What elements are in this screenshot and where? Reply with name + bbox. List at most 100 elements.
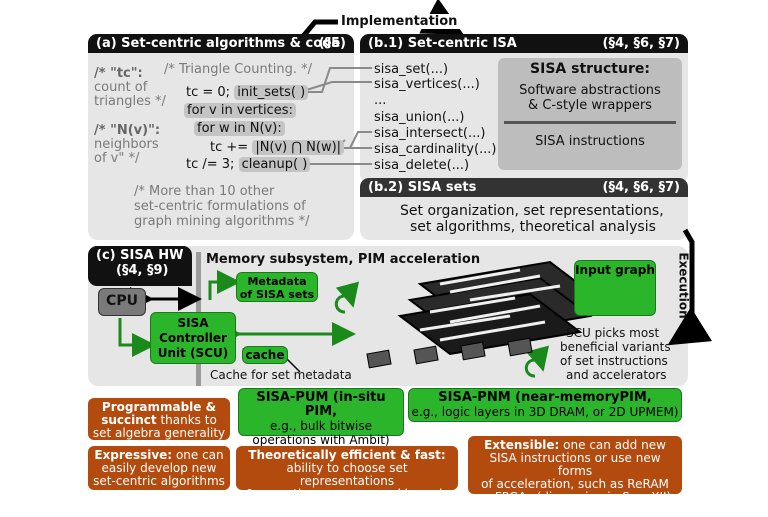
structure-divider <box>504 121 676 124</box>
programmable-bold-2: succinct <box>101 413 157 427</box>
panel-b1-title: (b.1) Set-centric ISA <box>368 36 517 51</box>
isa-instr-3: sisa_union(...) <box>374 110 465 125</box>
scu-line-2: Controller <box>159 331 227 345</box>
b2-line-1: Set organization, set representations, <box>400 203 664 219</box>
scu-note-4: and accelerators <box>566 368 667 382</box>
expressive-rest-3: set-centric algorithms <box>93 474 225 488</box>
isa-instr-5: sisa_cardinality(...) <box>374 142 497 157</box>
panel-a-title: (a) Set-centric algorithms & code <box>96 36 341 51</box>
scu-note-3: of set instructions <box>560 354 668 368</box>
code-line-1-pre: tc = 0; <box>186 85 231 100</box>
isa-instr-0: sisa_set(...) <box>374 62 449 77</box>
intersect-expr: |N(v) ⋂ N(w)| <box>252 140 345 155</box>
structure-line-2: & C-style wrappers <box>528 98 652 113</box>
sisa-pnm-box: SISA-PNM (near-memoryPIM, e.g., logic la… <box>408 388 682 422</box>
pnm-line-2: e.g., logic layers in 3D DRAM, or 2D UPM… <box>411 405 679 419</box>
extensible-rest-3: of acceleration, such as ReRAM <box>481 477 669 491</box>
input-graph-label: Input graph <box>575 263 655 277</box>
code-line-4-pre: tc += <box>210 140 249 155</box>
expressive-bold: Expressive: <box>94 448 173 462</box>
panel-c-ref: (§4, §9) <box>116 263 169 278</box>
panel-a <box>88 34 354 240</box>
isa-instr-6: sisa_delete(...) <box>374 158 470 173</box>
cache-label: cache <box>245 348 285 362</box>
panel-c-header: (c) SISA HW (§4, §9) <box>88 246 192 286</box>
footer-comment-3: graph mining algorithms */ <box>134 214 310 229</box>
expressive-rest-1: one can <box>175 448 224 462</box>
structure-title: SISA structure: <box>530 61 650 77</box>
code-line-3: for w in N(v): <box>194 121 285 136</box>
extensible-rest-1: one can add new <box>563 438 666 452</box>
programmable-bold-1: Programmable & <box>101 400 217 414</box>
isa-instr-1: sisa_vertices(...) <box>374 77 480 92</box>
footer-comment-1: /* More than 10 other <box>134 184 275 199</box>
panel-b2-header: (b.2) SISA sets (§4, §6, §7) <box>360 178 688 197</box>
cleanup-call: cleanup( ) <box>238 157 311 172</box>
efficient-rest-2: & operations ensure good bounds <box>245 487 449 501</box>
code-line-4: tc += |N(v) ⋂ N(w)| <box>210 140 345 155</box>
implementation-label: Implementation <box>338 14 461 29</box>
cache-box: cache <box>242 346 288 364</box>
efficient-bold: Theoretically efficient & fast: <box>248 448 446 462</box>
sisa-structure-box: SISA structure: Software abstractions & … <box>498 58 682 170</box>
pum-title: SISA-PUM (in-situ PIM, <box>256 390 386 419</box>
panel-b2-ref: (§4, §6, §7) <box>602 180 680 195</box>
scu-line-1: SISA <box>177 316 209 330</box>
nv-comment-desc1: neighbors <box>94 137 159 152</box>
nv-comment-desc2: of v" */ <box>94 151 140 166</box>
cache-description: Cache for set metadata <box>210 368 352 382</box>
b2-line-2: set algorithms, theoretical analysis <box>410 219 656 235</box>
extensible-box: Extensible: one can add new SISA instruc… <box>468 436 682 504</box>
expressive-box: Expressive: one can easily develop new s… <box>88 446 230 490</box>
pum-line-3: operations with Ambit) <box>252 433 390 447</box>
tc-comment-desc2: triangles */ <box>94 94 166 109</box>
execution-label: Execution <box>676 252 691 319</box>
code-line-1: tc = 0; init_sets( ) <box>186 85 309 100</box>
footer-comment-2: set-centric formulations of <box>134 199 306 214</box>
tc-comment-desc1: count of <box>94 80 148 95</box>
nv-comment-name: /* "N(v)": <box>94 123 161 138</box>
init-sets-call: init_sets( ) <box>234 85 309 100</box>
code-line-5: tc /= 3; cleanup( ) <box>186 157 311 172</box>
input-graph-box: Input graph <box>574 260 656 316</box>
cpu-box: CPU <box>98 288 146 316</box>
pnm-title: SISA-PNM (near-memoryPIM, <box>438 390 652 405</box>
execution-arrow <box>667 228 713 346</box>
structure-line-1: Software abstractions <box>519 83 661 98</box>
scu-line-3: Unit (SCU) <box>157 346 229 360</box>
scu-note-2: beneficial variants <box>560 340 671 354</box>
programmable-box: Programmable & succinct thanks to set al… <box>88 398 230 440</box>
panel-b1-header: (b.1) Set-centric ISA (§4, §6, §7) <box>360 34 688 53</box>
panel-a-ref: (§5) <box>318 36 346 51</box>
code-line-2: for v in vertices: <box>184 103 296 118</box>
metadata-line-1: Metadata <box>247 275 307 288</box>
code-comment: /* Triangle Counting. */ <box>164 62 313 77</box>
programmable-rest-2: set algebra generality <box>92 426 226 440</box>
memory-label: Memory subsystem, PIM acceleration <box>206 252 481 267</box>
efficient-rest-1: ability to choose set representations <box>286 461 408 488</box>
panel-b2-title: (b.2) SISA sets <box>368 180 477 195</box>
extensible-rest-2: SISA instructions or use new forms <box>489 451 661 478</box>
sisa-pum-box: SISA-PUM (in-situ PIM, e.g., bulk bitwis… <box>238 388 404 447</box>
scu-box: SISA Controller Unit (SCU) <box>150 312 236 364</box>
panel-a-header: (a) Set-centric algorithms & code (§5) <box>88 34 354 53</box>
isa-instr-2: ... <box>374 93 387 108</box>
panel-b1-ref: (§4, §6, §7) <box>602 36 680 51</box>
panel-c-title: (c) SISA HW <box>96 248 184 263</box>
code-line-5-pre: tc /= 3; <box>186 157 235 172</box>
memory-chips <box>366 337 533 369</box>
isa-instr-4: sisa_intersect(...) <box>374 126 486 141</box>
memory-stack <box>397 260 603 356</box>
extensible-rest-4: or FPGAs (discussion in Sec. XII) <box>478 490 672 504</box>
programmable-rest-1: thanks to <box>160 413 217 427</box>
structure-line-3: SISA instructions <box>535 134 645 149</box>
metadata-box: Metadata of SISA sets <box>236 272 318 302</box>
metadata-line-2: of SISA sets <box>239 288 315 301</box>
cpu-label: CPU <box>106 293 138 309</box>
scu-note-1: SCU picks most <box>566 326 660 340</box>
tc-comment-name: /* "tc": <box>94 66 143 81</box>
pum-line-2: e.g., bulk bitwise <box>269 419 373 433</box>
expressive-rest-2: easily develop new <box>101 461 217 475</box>
extensible-bold: Extensible: <box>484 438 560 452</box>
efficient-box: Theoretically efficient & fast: ability … <box>236 446 458 501</box>
